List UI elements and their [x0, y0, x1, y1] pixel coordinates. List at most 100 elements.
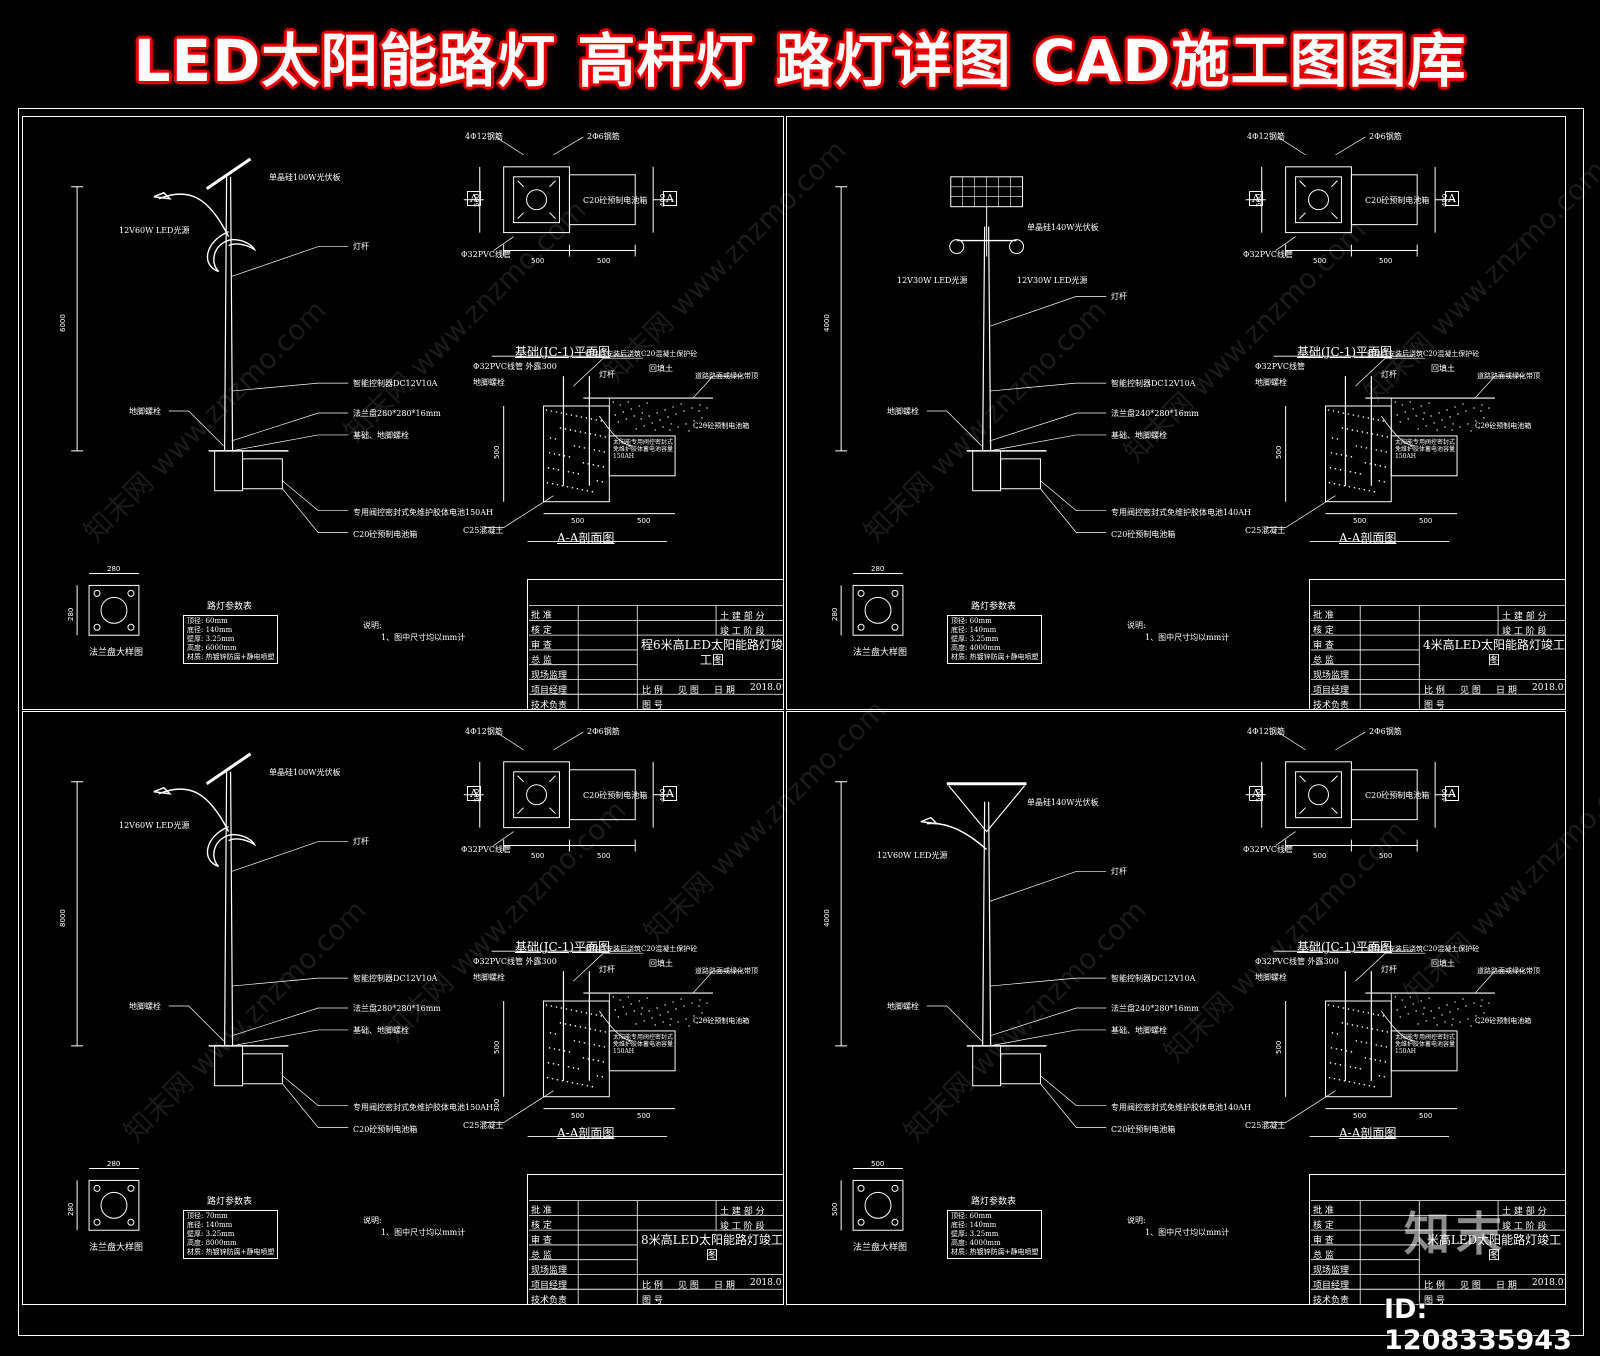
- fill-speckle: [619, 999, 621, 1001]
- fill-speckle: [612, 401, 614, 403]
- fill-speckle: [1438, 1007, 1440, 1009]
- drawing-line: [926, 822, 988, 851]
- concrete-speckle: [1376, 1029, 1379, 1031]
- concrete-speckle: [1335, 1048, 1338, 1050]
- concrete-speckle: [1370, 1043, 1373, 1045]
- section-dim-h: 500: [1275, 445, 1283, 459]
- section-pour-label: 待路灯安装后浇筑C20混凝土保护砼: [585, 945, 698, 953]
- fill-speckle: [1396, 414, 1398, 416]
- concrete-speckle: [1371, 433, 1374, 435]
- concrete-speckle: [1367, 1012, 1370, 1014]
- fill-speckle: [1452, 423, 1454, 425]
- fill-speckle: [1488, 1002, 1490, 1004]
- section-caption: A-A剖面图: [557, 1126, 615, 1140]
- panel-label: 单晶硅100W光伏板: [269, 768, 341, 777]
- drawing-line: [982, 226, 992, 451]
- section-mark-left: A: [467, 786, 481, 801]
- drawing-line: [989, 871, 1107, 902]
- drawing-line: [224, 771, 234, 1046]
- drawing-line: [1474, 375, 1525, 399]
- concrete-speckle: [1347, 413, 1350, 415]
- drawing-line: [168, 1005, 224, 1042]
- fill-speckle: [691, 407, 693, 409]
- fill-speckle: [677, 426, 679, 428]
- fill-speckle: [1462, 998, 1464, 1000]
- concrete-speckle: [1331, 1032, 1334, 1034]
- section-dim-w2: 500: [637, 1112, 651, 1120]
- plan-dim-w1: 500: [1313, 257, 1327, 265]
- section-box-label: C20砼预制电池箱: [1475, 1017, 1532, 1025]
- fill-speckle: [1467, 1018, 1469, 1020]
- concrete-speckle: [1375, 449, 1378, 451]
- drawing-line: [926, 410, 982, 447]
- fill-speckle: [1415, 415, 1417, 417]
- drawing-line: [989, 977, 1107, 987]
- drawing-line: [1285, 839, 1418, 852]
- fill-speckle: [1417, 428, 1419, 430]
- concrete-speckle: [587, 463, 590, 465]
- title-block-row-label: 技术负责: [1313, 701, 1350, 710]
- concrete-speckle: [577, 1067, 580, 1070]
- concrete-speckle: [563, 455, 566, 457]
- bolt-hole: [891, 589, 899, 597]
- fill-speckle: [1449, 416, 1451, 418]
- drawing-no-label: 图 号: [642, 701, 663, 710]
- title-block-grid: [528, 605, 783, 709]
- drawing-line: [562, 971, 590, 1081]
- fill-speckle: [1396, 1009, 1398, 1011]
- concrete-speckle: [1379, 465, 1382, 467]
- section-pole-label: 灯杆: [599, 370, 615, 379]
- params-row: 顶径: 60mm: [951, 617, 992, 625]
- flange-plate: [88, 584, 140, 636]
- height-dimension: 8000: [59, 909, 67, 927]
- battery-box-label: C20砼预制电池箱: [1111, 1125, 1176, 1134]
- params-row: 顶径: 60mm: [951, 1212, 992, 1220]
- concrete-speckle: [1337, 1006, 1340, 1008]
- section-battery-box: [608, 435, 676, 477]
- plan-dim-w2: 500: [1379, 257, 1393, 265]
- concrete-speckle: [585, 1012, 588, 1014]
- concrete-speckle: [567, 1066, 570, 1068]
- concrete-speckle: [591, 490, 594, 493]
- drawing-line: [1355, 357, 1426, 387]
- fill-speckle: [1475, 420, 1477, 422]
- drawing-line: [206, 825, 257, 868]
- params-row: 材质: 热镀锌防腐+静电喷塑: [951, 1248, 1039, 1256]
- concrete-speckle: [1372, 1013, 1375, 1015]
- drawing-line: [153, 786, 172, 795]
- drawing-no-label: 图 号: [1424, 701, 1445, 710]
- drawing-line: [231, 977, 349, 987]
- foundation-plan-inner: [513, 176, 560, 224]
- concrete-speckle: [1383, 1075, 1386, 1078]
- concrete-speckle: [604, 436, 607, 438]
- plan-box-label: C20砼预制电池箱: [583, 196, 648, 205]
- note-line: 说明:: [1127, 1216, 1146, 1225]
- section-mark-right: A: [1445, 786, 1459, 801]
- concrete-speckle: [1353, 1081, 1356, 1084]
- fill-speckle: [625, 1013, 627, 1015]
- plan-dim-w2: 500: [597, 852, 611, 860]
- fill-speckle: [1404, 411, 1406, 413]
- battery-label: 专用阀控密封式免维护胶体电池150AH: [353, 1103, 494, 1112]
- pole-plan: [526, 784, 548, 806]
- fill-speckle: [1444, 426, 1446, 428]
- height-dimension: 4000: [823, 909, 831, 927]
- drawing-line: [168, 410, 224, 447]
- drawing-line: [1355, 952, 1426, 982]
- concrete-speckle: [570, 414, 573, 416]
- title-block-row-label: 批 准: [1313, 611, 1334, 621]
- concrete-speckle: [1364, 1057, 1367, 1059]
- fill-speckle: [701, 417, 703, 419]
- concrete-speckle: [1362, 416, 1365, 418]
- concrete-speckle: [546, 481, 549, 484]
- fill-speckle: [688, 430, 690, 432]
- title-block-row-label: 审 查: [531, 1236, 552, 1246]
- concrete-speckle: [588, 1043, 591, 1045]
- fill-speckle: [1409, 401, 1411, 403]
- concrete-speckle: [548, 1047, 551, 1049]
- concrete-speckle: [1366, 1027, 1369, 1029]
- concrete-speckle: [559, 1022, 562, 1024]
- foundation-block: [214, 1045, 244, 1087]
- drawing-line: [562, 376, 590, 486]
